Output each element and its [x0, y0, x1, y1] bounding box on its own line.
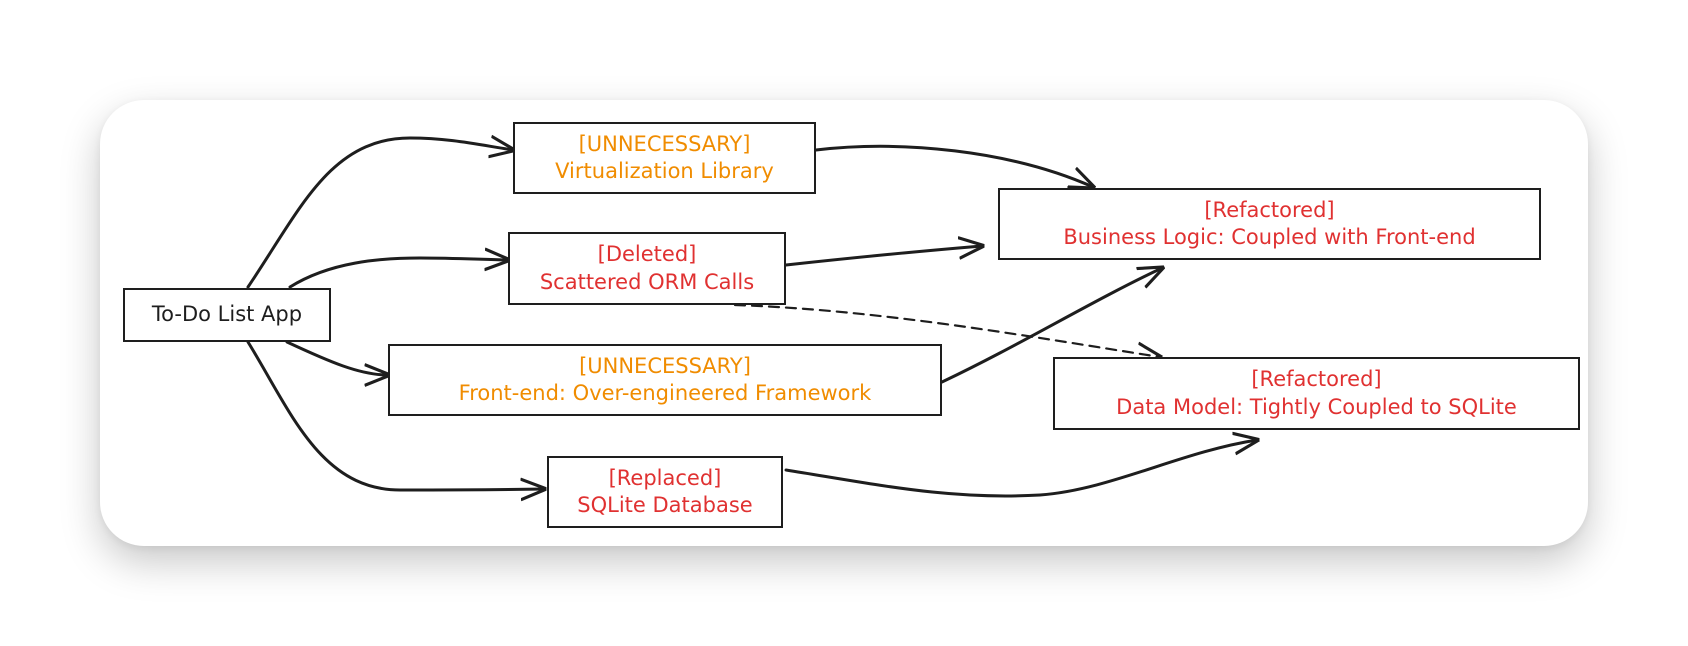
node-tag: [Deleted] — [597, 242, 697, 267]
node-scattered-orm-calls: [Deleted] Scattered ORM Calls — [508, 232, 786, 305]
node-tag: [Refactored] — [1204, 197, 1335, 222]
diagram-card — [100, 100, 1588, 546]
node-tag: [UNNECESSARY] — [578, 131, 751, 156]
node-label: Virtualization Library — [555, 159, 774, 183]
edge-frontend-to-business — [940, 268, 1162, 384]
node-tag: [Replaced] — [608, 465, 722, 490]
edge-app-to-virtualization — [246, 138, 513, 289]
edge-app-to-orm — [288, 258, 508, 289]
node-sqlite-database: [Replaced] SQLite Database — [547, 456, 783, 528]
node-data-model: [Refactored] Data Model: Tightly Coupled… — [1053, 357, 1580, 430]
edge-orm-to-datamodel-dashed — [733, 303, 1160, 357]
node-virtualization-library: [UNNECESSARY] Virtualization Library — [513, 122, 816, 194]
node-label: To-Do List App — [151, 302, 303, 327]
node-label: Front-end: Over-engineered Framework — [458, 381, 872, 405]
node-label: Scattered ORM Calls — [539, 269, 755, 294]
node-label: Business Logic: Coupled with Front-end — [1063, 225, 1476, 249]
edge-sqlite-to-datamodel — [784, 440, 1257, 498]
node-tag: [Refactored] — [1251, 367, 1382, 392]
edge-virtualization-to-business — [814, 144, 1093, 187]
node-tag: [UNNECESSARY] — [579, 353, 751, 378]
node-label: SQLite Database — [577, 493, 753, 517]
edge-app-to-frontend — [285, 340, 388, 375]
node-frontend-framework: [UNNECESSARY] Front-end: Over-engineered… — [388, 344, 942, 416]
node-label: Data Model: Tightly Coupled to SQLite — [1116, 394, 1517, 419]
edge-orm-to-business — [784, 246, 982, 267]
edge-app-to-sqlite — [246, 340, 544, 490]
node-business-logic: [Refactored] Business Logic: Coupled wit… — [998, 188, 1541, 260]
node-todo-list-app: To-Do List App — [123, 288, 331, 342]
